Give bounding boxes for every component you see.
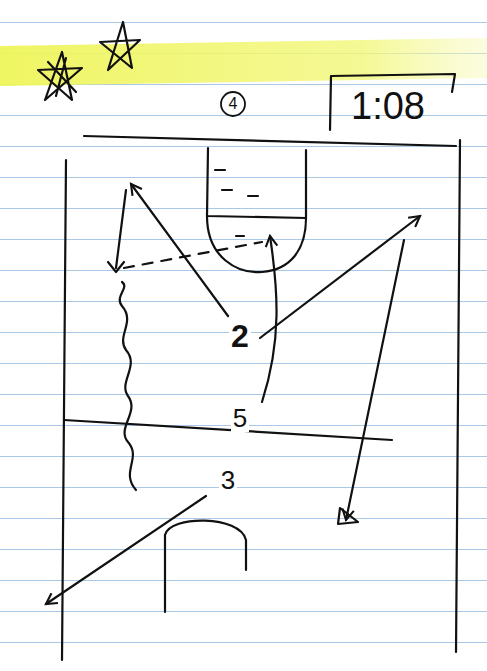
player-number: 2: [229, 319, 251, 353]
time-text: 1:08: [351, 87, 425, 125]
cut-arrow: [346, 240, 404, 520]
player-number: 4: [229, 96, 238, 112]
lane: [207, 148, 306, 218]
circle-outline: [221, 92, 245, 116]
cut-arrow: [46, 496, 206, 604]
screen-line: [116, 190, 126, 268]
player-number: 5: [231, 404, 249, 432]
star-head: [338, 508, 358, 524]
circled-number: 4: [220, 91, 246, 117]
game-clock: 1:08: [349, 85, 427, 127]
cut-arrow: [131, 184, 228, 316]
star-mark: [38, 52, 82, 100]
cut-arrow: [262, 236, 277, 402]
sideline: [62, 160, 66, 660]
star-mark: [100, 22, 140, 70]
screen-mark: [108, 262, 124, 272]
highlighter-band: [0, 38, 487, 86]
player-number: 3: [219, 466, 237, 494]
baseline: [84, 136, 456, 146]
center-circle: [165, 521, 246, 612]
lane-marks: [215, 170, 258, 236]
half-court-line: [64, 420, 392, 440]
pass-line: [124, 242, 262, 268]
time-bracket: [330, 74, 455, 130]
sideline: [456, 140, 460, 652]
dribble-line: [120, 282, 136, 490]
